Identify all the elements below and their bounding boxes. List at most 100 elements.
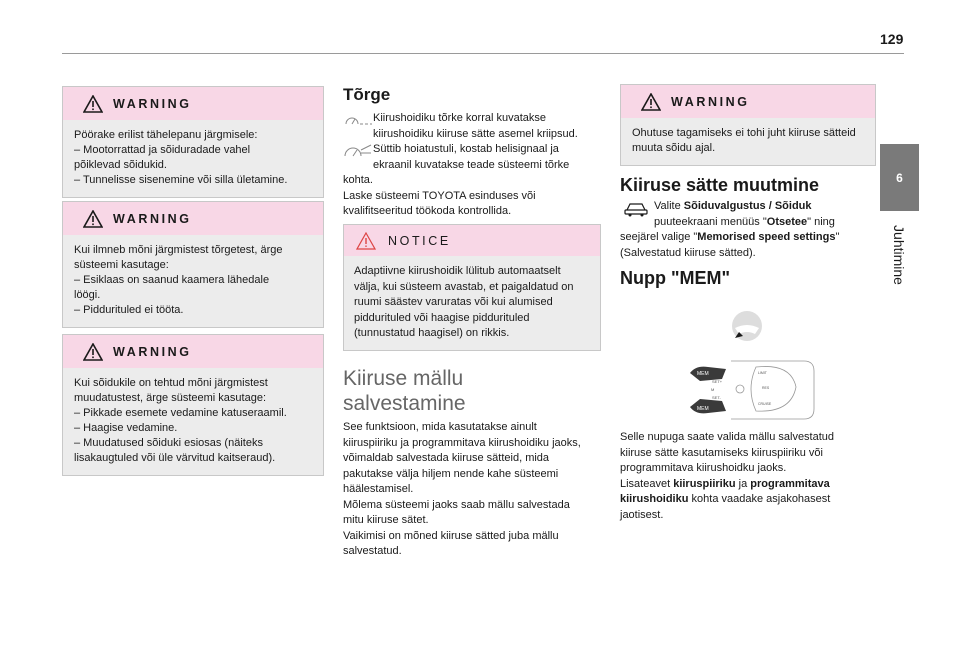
warning-title: WARNING xyxy=(671,94,750,109)
set-minus-label: SET- xyxy=(712,395,722,400)
text-line: Laske süsteemi TOYOTA esinduses või xyxy=(343,189,536,202)
text-line: (Salvestatud kiiruse sätted). xyxy=(620,246,756,259)
warning-title: WARNING xyxy=(113,211,192,226)
fault-instructions: kohta. Laske süsteemi TOYOTA esinduses v… xyxy=(343,173,601,220)
menu-name: Sõiduvalgustus / Sõiduk xyxy=(683,200,812,212)
page-number: 129 xyxy=(880,31,904,47)
warning-header: WARNING xyxy=(63,87,323,120)
notice-header: NOTICE xyxy=(344,225,600,256)
section-heading-mem: Nupp "MEM" xyxy=(620,268,731,288)
text-line: kiirushoidiku kohta vaadake asjakohasest xyxy=(620,492,876,508)
text-line: programmitava kiirushoidku jaoks. xyxy=(620,462,787,474)
text-line: Valite Sõiduvalgustus / Sõiduk xyxy=(654,199,835,215)
warning-triangle-icon xyxy=(83,342,103,361)
warning-box-1: WARNING Pöörake erilist tähelepanu järgm… xyxy=(62,86,324,198)
text-line: Kiirushoidiku tõrke korral kuvatakse xyxy=(373,112,547,124)
heading-line: salvestamine xyxy=(343,392,466,415)
chapter-number: 6 xyxy=(896,170,903,185)
warning-text: Pöörake erilist tähelepanu järgmisele: –… xyxy=(63,120,323,197)
warning-triangle-icon xyxy=(83,94,103,113)
warning-box-2: WARNING Kui ilmneb mõni järgmistest tõrg… xyxy=(62,201,324,328)
change-first-lines: Valite Sõiduvalgustus / Sõiduk puuteekra… xyxy=(654,199,835,230)
text-line: mitu kiiruse sätet. xyxy=(343,514,429,526)
text-line: kvalifitseeritud töökoda kontrollida. xyxy=(343,205,512,217)
res-label: RES xyxy=(762,386,770,390)
fault-warning-light-text: Süttib hoiatustuli, kostab helisignaal j… xyxy=(373,142,569,173)
text-line: Süttib hoiatustuli, kostab helisignaal j… xyxy=(373,143,559,155)
text-run: Lisateavet xyxy=(620,477,674,490)
text-line: kiirushoidiku kiiruse sätte asemel kriip… xyxy=(373,127,578,140)
text-line: piddurituled või haagise piddurituled xyxy=(354,311,530,324)
text-line: kohta. xyxy=(343,174,373,186)
storage-text: See funktsioon, mida kasutatakse ainult … xyxy=(343,420,601,560)
text-run: puuteekraani menüüs " xyxy=(654,215,767,228)
text-line: Pöörake erilist tähelepanu järgmisele: xyxy=(74,129,258,141)
warning-box-4: WARNING Ohutuse tagamiseks ei tohi juht … xyxy=(620,84,876,166)
text-line: – Muudatused sõiduki esiosas (näiteks xyxy=(74,437,263,449)
notice-text: Adaptiivne kiirushoidik lülitub automaat… xyxy=(344,256,600,350)
change-first-row: Valite Sõiduvalgustus / Sõiduk puuteekra… xyxy=(620,199,876,230)
warning-title: WARNING xyxy=(113,96,192,111)
text-line: kiiruspiiriku ja programmitava kiirushoi… xyxy=(343,436,581,449)
text-line: võimaldab salvestada kiiruse sätteid, mi… xyxy=(343,452,550,464)
text-line: Ohutuse tagamiseks ei tohi juht kiiruse … xyxy=(632,127,856,139)
heading-line: Kiiruse mällu xyxy=(343,367,464,390)
text-line: ekraanil kuvatakse teade süsteemi tõrke xyxy=(373,158,570,171)
chapter-label: Juhtimine xyxy=(884,218,914,292)
text-line: muudatustest, ärge süsteemi kasutage: xyxy=(74,392,266,404)
text-line: pakutakse välja hiljem nende kahe süstee… xyxy=(343,467,559,480)
section-heading-storage: Kiiruse mällu salvestamine xyxy=(343,366,466,416)
fault-warning-light-row: Süttib hoiatustuli, kostab helisignaal j… xyxy=(343,142,601,173)
text-run: Valite xyxy=(654,200,684,212)
mem-top-label: MEM xyxy=(697,371,709,377)
notice-triangle-icon xyxy=(356,231,376,250)
text-run: " xyxy=(835,231,840,243)
fault-dashes-text: Kiirushoidiku tõrke korral kuvatakse kii… xyxy=(373,111,578,142)
text-line: Mõlema süsteemi jaoks saab mällu salvest… xyxy=(343,498,570,511)
chapter-label-text: Juhtimine xyxy=(891,225,907,285)
text-line: seejärel valige "Memorised speed setting… xyxy=(620,230,876,246)
text-line: välja, kui süsteem avastab, et paigaldat… xyxy=(354,280,574,293)
cruise-control-stalk-diagram: MEM MEM SET+ M SET- LIMIT RES CRUISE xyxy=(690,360,815,420)
car-icon xyxy=(624,203,648,217)
change-text: Valite Sõiduvalgustus / Sõiduk puuteekra… xyxy=(620,199,876,261)
warning-triangle-icon xyxy=(83,209,103,228)
warning-text: Kui sõidukile on tehtud mõni järgmistest… xyxy=(63,368,323,475)
text-line: süsteemi kasutage: xyxy=(74,259,169,271)
cruise-label: CRUISE xyxy=(758,402,772,406)
set-plus-label: SET+ xyxy=(712,379,723,384)
text-line: puuteekraani menüüs "Otsetee" ning xyxy=(654,215,835,231)
notice-title: NOTICE xyxy=(388,233,451,248)
reference-name: programmitava xyxy=(750,477,830,490)
reference-name: kiiruspiiriku xyxy=(673,477,736,490)
warning-text: Kui ilmneb mõni järgmistest tõrgetest, ä… xyxy=(63,235,323,327)
warning-box-3: WARNING Kui sõidukile on tehtud mõni jär… xyxy=(62,334,324,476)
text-line: Kui ilmneb mõni järgmistest tõrgetest, ä… xyxy=(74,244,283,256)
warning-header: WARNING xyxy=(63,335,323,368)
text-run: " ning xyxy=(807,215,835,228)
warning-header: WARNING xyxy=(63,202,323,235)
text-line: – Piddurituled ei tööta. xyxy=(74,304,184,316)
text-line: jaotisest. xyxy=(620,508,664,521)
text-line: Selle nupuga saate valida mällu salvesta… xyxy=(620,431,835,443)
warning-title: WARNING xyxy=(113,344,192,359)
text-run: kohta vaadake asjakohasest xyxy=(688,493,831,505)
reference-name: kiirushoidiku xyxy=(620,493,689,505)
section-heading-torge: Tõrge xyxy=(343,85,391,104)
text-line: – Tunnelisse sisenemine või silla ületam… xyxy=(74,174,288,186)
top-rule xyxy=(62,53,904,54)
text-line: lisakaugtuled või üle värvitud kaitserau… xyxy=(74,452,276,464)
speed-dashes-icon xyxy=(345,117,372,125)
text-run: ja xyxy=(735,477,751,490)
warning-text: Ohutuse tagamiseks ei tohi juht kiiruse … xyxy=(621,118,875,165)
mem-bottom-label: MEM xyxy=(697,406,709,412)
text-line: – Haagise vedamine. xyxy=(74,422,178,434)
warning-header: WARNING xyxy=(621,85,875,118)
mem-text: Selle nupuga saate valida mällu salvesta… xyxy=(620,430,876,523)
text-line: See funktsioon, mida kasutatakse ainult xyxy=(343,421,537,433)
chapter-tab[interactable]: 6 xyxy=(880,144,919,211)
text-line: – Pikkade esemete vedamine katuseraamil. xyxy=(74,407,287,419)
text-line: salvestatud. xyxy=(343,545,402,557)
fault-dashes-row: Kiirushoidiku tõrke korral kuvatakse kii… xyxy=(343,111,601,142)
steering-wheel-icon xyxy=(732,311,762,341)
